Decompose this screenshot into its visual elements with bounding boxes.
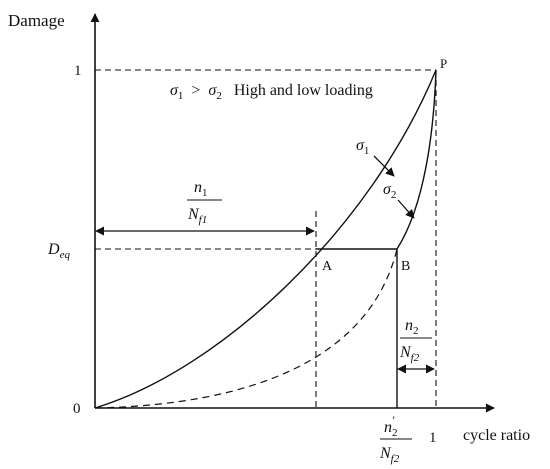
sigma2-damage-curve bbox=[94, 248, 398, 409]
fraction2-denominator: Nf2 bbox=[399, 344, 420, 364]
fraction1-denominator: Nf1 bbox=[187, 206, 207, 226]
condition-gt: > bbox=[191, 82, 200, 99]
sigma1-curve-label: σ1 bbox=[356, 137, 369, 157]
fraction-n2prime-nf2: n2′ Nf2 bbox=[379, 413, 412, 465]
sigma2-pointer-arrow bbox=[397, 199, 415, 219]
deq-main: D bbox=[47, 241, 60, 258]
fraction3-numerator: n2′ bbox=[384, 413, 398, 439]
y-axis-label: Damage bbox=[8, 11, 65, 30]
sigma1-pointer-arrow bbox=[373, 155, 395, 177]
deq-label: Deq bbox=[47, 241, 70, 261]
sigma2-upper-curve bbox=[396, 69, 437, 250]
sigma2-label-sub: 2 bbox=[391, 189, 397, 201]
condition-sigma2: σ bbox=[208, 82, 217, 99]
x-axis-label: cycle ratio bbox=[463, 427, 530, 444]
sigma1-damage-curve bbox=[94, 69, 437, 409]
condition-sigma1: σ bbox=[170, 82, 179, 99]
deq-sub: eq bbox=[60, 249, 71, 261]
sigma1-label-main: σ bbox=[356, 137, 365, 154]
y-one-label: 1 bbox=[74, 63, 82, 79]
sigma2-curve-label: σ2 bbox=[383, 181, 396, 201]
x-one-label: 1 bbox=[429, 430, 437, 446]
sigma1-label-sub: 1 bbox=[364, 145, 370, 157]
condition-text: High and low loading bbox=[234, 82, 373, 99]
fraction-n2-nf2: n2 Nf2 bbox=[399, 317, 432, 364]
condition-sigma2-sub: 2 bbox=[216, 90, 222, 102]
origin-label: 0 bbox=[73, 401, 81, 417]
fraction1-numerator: n1 bbox=[194, 179, 208, 199]
point-p-label: P bbox=[440, 56, 447, 71]
point-b-label: B bbox=[401, 259, 410, 274]
condition-sigma1-sub: 1 bbox=[178, 90, 184, 102]
sigma2-label-main: σ bbox=[383, 181, 392, 198]
fraction3-denominator: Nf2 bbox=[379, 445, 400, 465]
fraction-n1-nf1: n1 Nf1 bbox=[187, 179, 222, 226]
point-a-label: A bbox=[322, 259, 333, 274]
fraction2-numerator: n2 bbox=[405, 317, 419, 337]
